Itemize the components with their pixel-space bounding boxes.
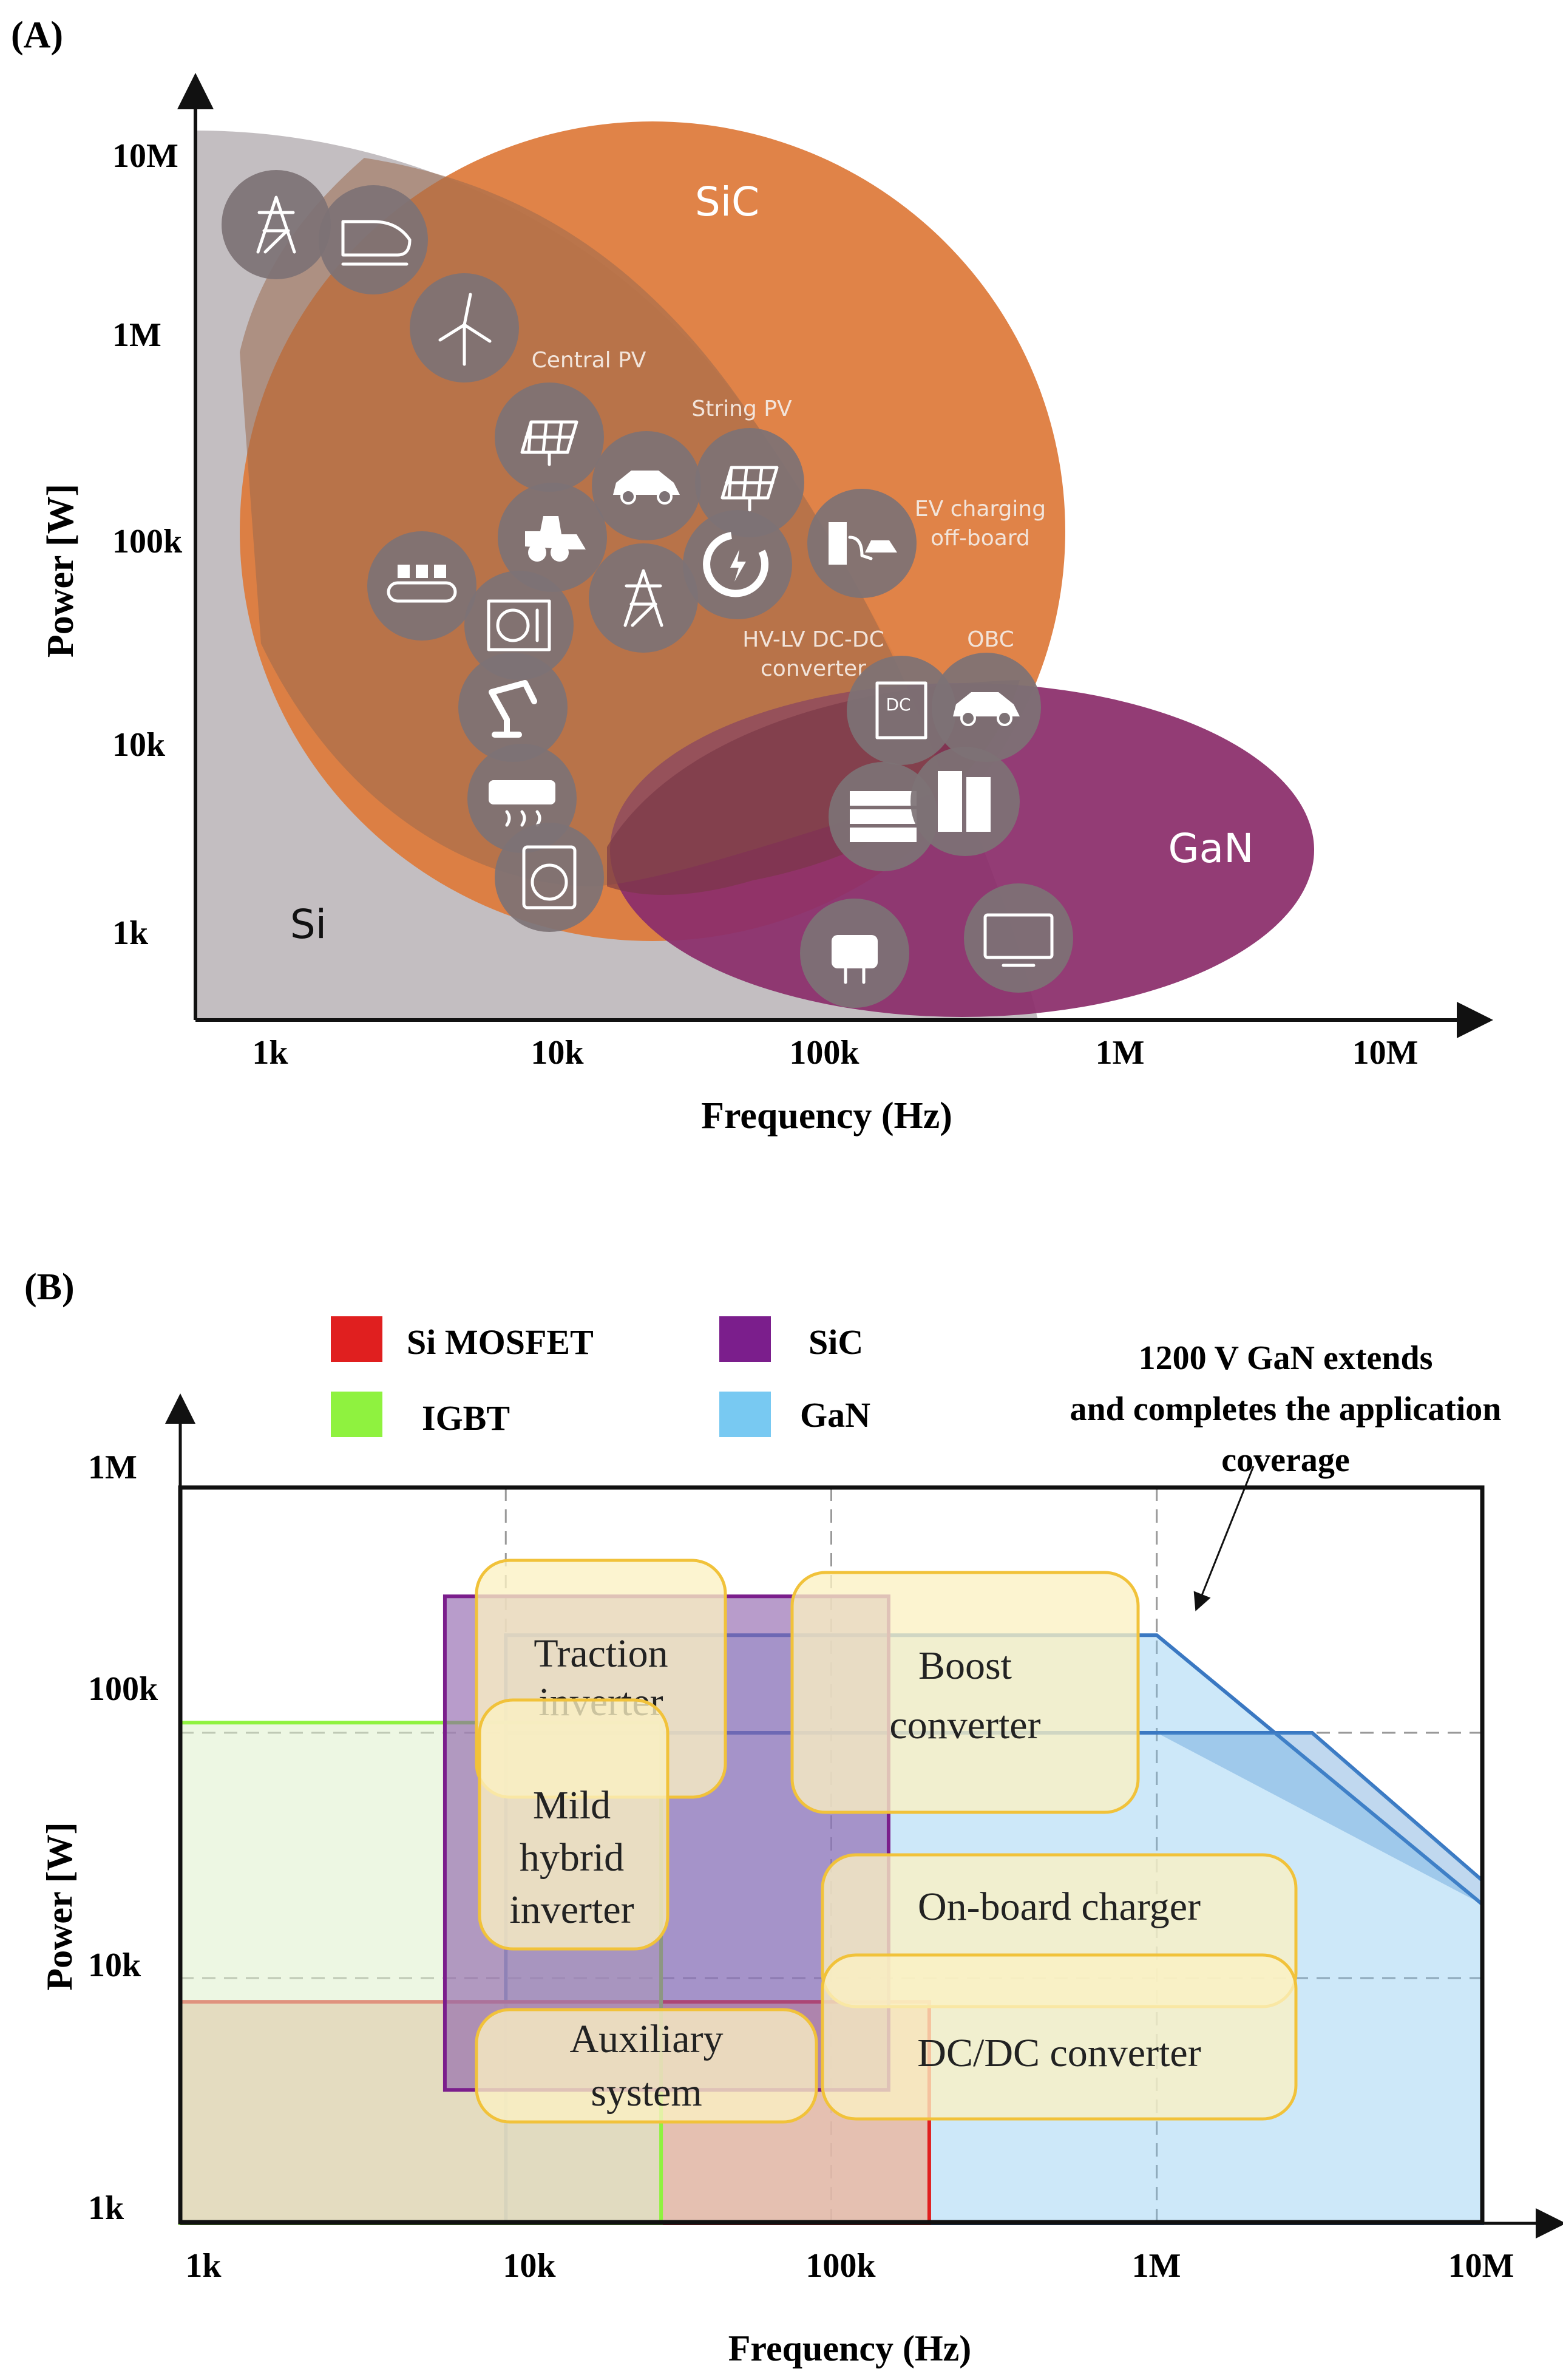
sic-label: SiC (695, 178, 759, 225)
legend: Si MOSFET IGBT SiC GaN (331, 1316, 870, 1438)
tv-monitor-icon (964, 883, 1073, 993)
x-tick-b: 100k (805, 2247, 876, 2285)
x-axis-label-a: Frequency (Hz) (701, 1095, 952, 1137)
wind-turbine-icon (410, 273, 519, 382)
power-adapter-icon (800, 899, 909, 1008)
dc-module-icon: DC (847, 656, 956, 765)
y-tick-a: 1M (112, 316, 161, 354)
robot-arm-icon (458, 653, 568, 762)
application-box: DC/DC converter (821, 1953, 1298, 2121)
application-label: On-board charger (918, 1885, 1201, 1929)
loader-icon (498, 483, 607, 592)
panel-b: (B) Si MOSFET IGBT SiC GaN Tractioninver… (24, 1266, 1563, 2368)
gan-extension-wedge (1156, 1733, 1482, 1905)
x-tick-b: 10M (1448, 2247, 1514, 2285)
electric-car-icon (592, 431, 701, 540)
x-tick-a: 1M (1096, 1034, 1145, 1072)
washing-machine-icon (495, 823, 604, 932)
panel-a-label: (A) (11, 15, 63, 56)
panel-b-label: (B) (24, 1266, 75, 1308)
x-tick-a: 100k (789, 1034, 859, 1072)
y-tick-a: 100k (112, 523, 183, 560)
x-tick-b: 1k (185, 2247, 222, 2285)
y-tick-a: 10k (112, 726, 166, 764)
y-axis-label-a: Power [W] (40, 484, 81, 658)
battery-charge-icon (683, 510, 792, 619)
svg-text:DC: DC (886, 695, 910, 715)
solar-panel-icon (695, 428, 804, 537)
y-tick-b: 1M (88, 1449, 137, 1486)
gan-label: GaN (1168, 825, 1254, 872)
legend-label: Si MOSFET (407, 1322, 594, 1362)
legend-label: GaN (800, 1395, 870, 1435)
y-tick-b: 1k (88, 2189, 124, 2227)
y-tick-a: 10M (112, 137, 178, 175)
train-icon (319, 185, 428, 294)
application-annotation: Central PV (532, 348, 646, 373)
data-center-icon (910, 747, 1020, 856)
solar-panel-icon (495, 382, 604, 492)
y-axis-label-b: Power [W] (39, 1822, 80, 1990)
x-tick-a: 1k (252, 1034, 288, 1072)
legend-label: IGBT (422, 1398, 510, 1438)
application-label: DC/DC converter (917, 2031, 1201, 2075)
obc-car-icon (932, 653, 1041, 762)
x-tick-a: 10M (1352, 1034, 1419, 1072)
x-tick-a: 10k (531, 1034, 584, 1072)
power-line-icon (222, 170, 331, 279)
pylon-icon (589, 543, 698, 653)
y-tick-b: 100k (88, 1670, 158, 1708)
y-tick-a: 1k (112, 914, 149, 952)
si-label: Si (290, 901, 327, 948)
conveyor-icon (367, 531, 476, 641)
x-tick-b: 1M (1132, 2247, 1181, 2285)
legend-label: SiC (809, 1322, 863, 1362)
x-axis-label-b: Frequency (Hz) (728, 2328, 971, 2368)
note-arrow (1193, 1466, 1255, 1611)
charging-station-icon (807, 489, 917, 598)
y-tick-b: 10k (88, 1946, 141, 1984)
application-annotation: OBC (967, 627, 1014, 652)
panel-a: (A) 10M 1M 100k 10k 1k 1k 10k 100k 1M 10… (11, 15, 1493, 1137)
legend-swatch-si-mosfet (331, 1316, 382, 1362)
x-tick-b: 10k (503, 2247, 556, 2285)
heat-pump-icon (464, 571, 574, 680)
server-rack-icon (829, 762, 938, 871)
legend-swatch-igbt (331, 1392, 382, 1437)
legend-swatch-sic (719, 1316, 771, 1362)
legend-swatch-gan (719, 1392, 771, 1437)
application-annotation: String PV (691, 396, 792, 421)
